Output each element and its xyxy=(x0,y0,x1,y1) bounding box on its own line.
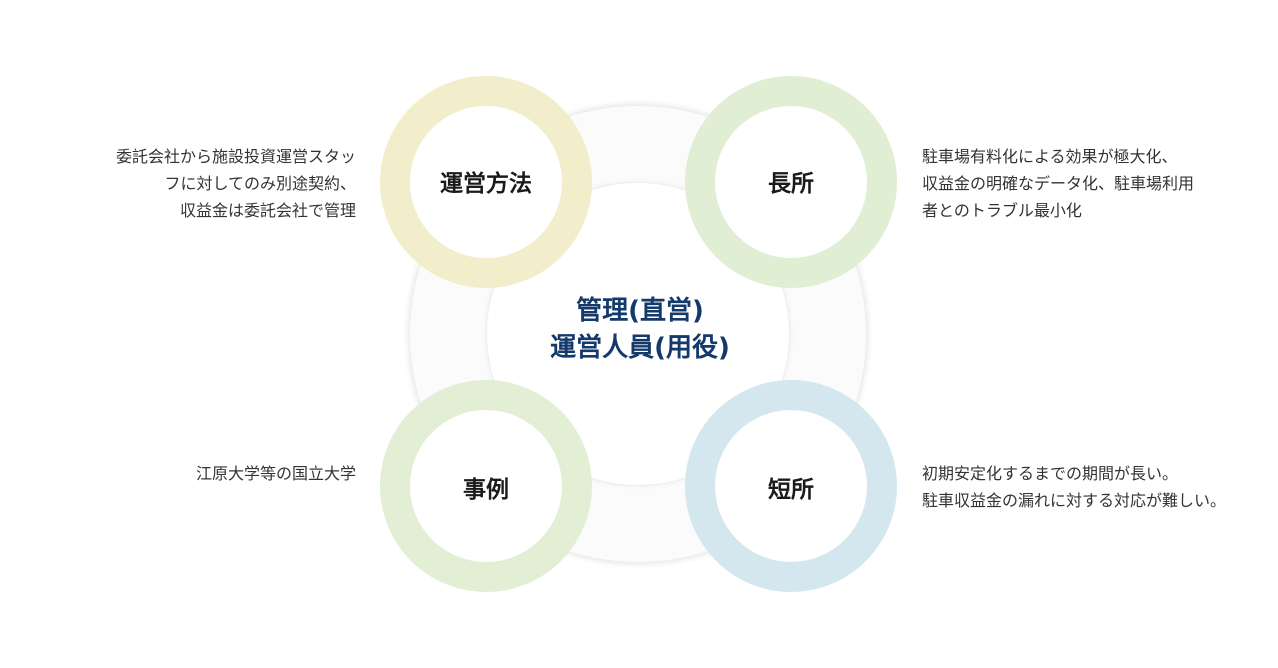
example-description-line: 江原大学等の国立大学 xyxy=(195,464,356,483)
outer-ring xyxy=(410,106,866,562)
merit-description-line: 駐車場有料化による効果が極大化、 xyxy=(922,147,1178,166)
method-description-line: 収益金は委託会社で管理 xyxy=(179,201,356,220)
center-title: 管理(直営) 運営人員(用役) xyxy=(520,293,760,367)
demerit-description-line: 駐車収益金の漏れに対する対応が難しい。 xyxy=(922,491,1227,510)
example-description: 江原大学等の国立大学 xyxy=(196,460,356,487)
center-disc xyxy=(487,183,789,485)
demerit-ring xyxy=(685,380,897,592)
center-title-line1: 管理(直営) xyxy=(576,296,704,326)
method-description-line: フに対してのみ別途契約、 xyxy=(164,174,356,193)
merit-description: 駐車場有料化による効果が極大化、 収益金の明確なデータ化、駐車場利用 者とのトラ… xyxy=(922,143,1194,224)
merit-label: 長所 xyxy=(768,171,814,197)
method-ring xyxy=(380,76,592,288)
merit-description-line: 者とのトラブル最小化 xyxy=(922,201,1082,220)
demerit-description-line: 初期安定化するまでの期間が長い。 xyxy=(922,464,1179,483)
center-title-line2: 運営人員(用役) xyxy=(550,333,730,363)
method-label: 運営方法 xyxy=(440,171,532,197)
method-description: 委託会社から施設投資運営スタッ フに対してのみ別途契約、 収益金は委託会社で管理 xyxy=(116,143,356,224)
merit-ring xyxy=(685,76,897,288)
demerit-description: 初期安定化するまでの期間が長い。 駐車収益金の漏れに対する対応が難しい。 xyxy=(922,460,1226,514)
example-ring xyxy=(380,380,592,592)
example-label: 事例 xyxy=(463,477,509,503)
demerit-label: 短所 xyxy=(768,477,814,503)
merit-description-line: 収益金の明確なデータ化、駐車場利用 xyxy=(922,174,1195,193)
method-description-line: 委託会社から施設投資運営スタッ xyxy=(115,147,356,166)
